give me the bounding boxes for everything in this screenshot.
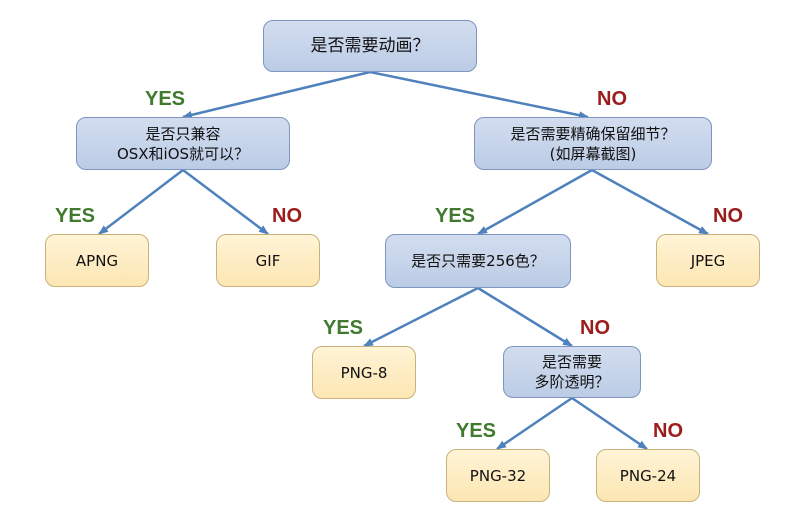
- label-yes-256: YES: [435, 205, 476, 227]
- node-png8-text: PNG-8: [340, 363, 388, 382]
- arrow-root-to-detail: [369, 70, 589, 120]
- node-256-colors-text: 是否只需要256色？: [411, 252, 545, 270]
- node-precise-detail: 是否需要精确保留细节？ (如屏幕截图): [474, 117, 712, 170]
- node-png8: PNG-8: [312, 346, 416, 399]
- label-yes-compat: YES: [145, 88, 186, 110]
- node-osx-ios-only: 是否只兼容 OSX和iOS就可以？: [76, 117, 290, 170]
- node-apng-text: APNG: [75, 251, 119, 270]
- label-no-jpeg: NO: [713, 205, 743, 227]
- node-png24-text: PNG-24: [619, 466, 677, 485]
- label-no-alpha: NO: [580, 317, 610, 339]
- arrow-compat-to-apng: [98, 169, 184, 235]
- node-multi-level-alpha-line1: 是否需要: [541, 353, 602, 371]
- node-multi-level-alpha-line2: 多阶透明？: [534, 373, 610, 391]
- node-needs-animation: 是否需要动画？: [263, 20, 477, 72]
- node-needs-animation-text: 是否需要动画？: [310, 36, 430, 56]
- node-precise-detail-line2: (如屏幕截图): [549, 144, 637, 163]
- arrow-detail-to-c256: [477, 168, 593, 236]
- label-no-detail: NO: [597, 88, 627, 110]
- node-png24: PNG-24: [596, 449, 700, 502]
- node-jpeg-text: JPEG: [690, 251, 726, 270]
- arrow-alpha-to-png32: [496, 396, 573, 451]
- node-precise-detail-line1: 是否需要精确保留细节？: [510, 124, 676, 143]
- arrow-detail-to-jpeg: [591, 168, 709, 236]
- node-gif: GIF: [216, 234, 320, 287]
- node-png32: PNG-32: [446, 449, 550, 502]
- node-osx-ios-only-line2: OSX和iOS就可以？: [116, 144, 250, 163]
- node-gif-text: GIF: [255, 251, 281, 270]
- label-yes-png32: YES: [456, 420, 497, 442]
- label-yes-png8: YES: [323, 317, 364, 339]
- node-png32-text: PNG-32: [469, 466, 527, 485]
- arrow-c256-to-png8: [363, 286, 479, 348]
- label-yes-apng: YES: [55, 205, 96, 227]
- arrow-c256-to-alpha: [477, 286, 573, 348]
- arrow-root-to-compat: [182, 70, 371, 119]
- node-jpeg: JPEG: [656, 234, 760, 287]
- label-no-png24: NO: [653, 420, 683, 442]
- node-256-colors: 是否只需要256色？: [385, 234, 571, 288]
- arrow-compat-to-gif: [182, 169, 269, 235]
- node-multi-level-alpha: 是否需要 多阶透明？: [503, 346, 641, 398]
- arrow-alpha-to-png24: [571, 396, 648, 451]
- node-osx-ios-only-line1: 是否只兼容: [145, 124, 221, 143]
- node-apng: APNG: [45, 234, 149, 287]
- label-no-gif: NO: [272, 205, 302, 227]
